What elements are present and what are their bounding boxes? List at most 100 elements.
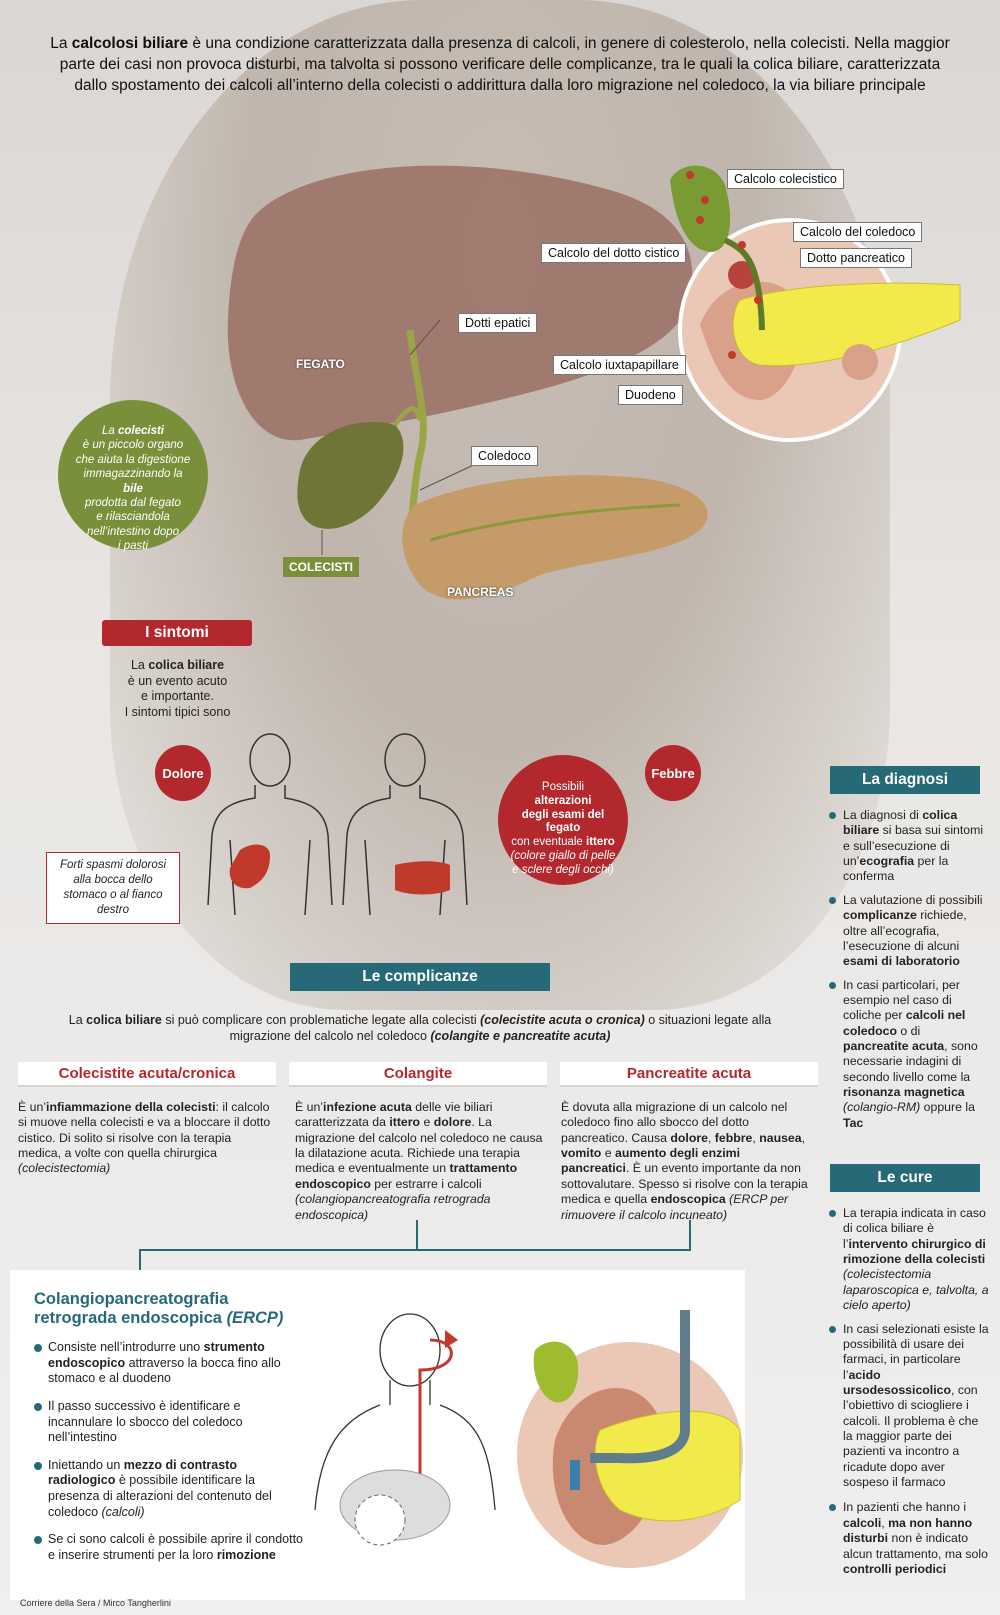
big-l2: alterazioni bbox=[534, 794, 592, 807]
col3k: . È un evento importante da non sottoval… bbox=[561, 1161, 808, 1207]
calcolo-6 bbox=[728, 351, 736, 359]
col3b: dolore bbox=[670, 1130, 708, 1145]
k3c: , bbox=[881, 1515, 889, 1530]
col3f: nausea bbox=[759, 1130, 802, 1145]
c-t1c: si può complicare con problematiche lega… bbox=[161, 1013, 481, 1027]
diagnosi-item-2: La valutazione di possibili complicanze … bbox=[829, 893, 989, 970]
label-duodeno: Duodeno bbox=[618, 385, 683, 405]
d2d: esami di laboratorio bbox=[843, 954, 960, 969]
catheter-tip bbox=[570, 1460, 580, 1490]
d2b: complicanze bbox=[843, 908, 917, 923]
gallbladder-detail bbox=[670, 165, 731, 252]
note-l4a: immagazzinando la bbox=[83, 468, 183, 481]
complicanze-title: Le complicanze bbox=[290, 963, 550, 991]
calcolo-4 bbox=[738, 241, 746, 249]
e2: Il passo successivo è identificare e inc… bbox=[48, 1398, 243, 1445]
bullet-icon bbox=[34, 1402, 42, 1411]
bullet-icon bbox=[34, 1461, 42, 1470]
d3b: calcoli nel coledoco bbox=[843, 1008, 966, 1038]
note-l1b: colecisti bbox=[117, 425, 165, 437]
c-t1b: colica biliare bbox=[86, 1013, 162, 1027]
duodenum-ring bbox=[728, 261, 756, 289]
d3g: (colangio-RM) bbox=[843, 1100, 921, 1115]
d1e: per la conferma bbox=[843, 854, 949, 884]
note-l2: è un piccolo organo bbox=[82, 439, 184, 452]
bullet-icon bbox=[829, 1325, 836, 1333]
d3e: , sono necessarie indagini di secondo li… bbox=[843, 1039, 978, 1084]
complicanze-intro: La colica biliare si può complicare con … bbox=[60, 1012, 780, 1045]
e1b: strumento endoscopico bbox=[48, 1340, 265, 1370]
ercp-title-2b: (ERCP) bbox=[226, 1308, 284, 1327]
ercp-panel: Colangiopancreatografia retrograda endos… bbox=[10, 1270, 745, 1600]
col3c: , bbox=[707, 1130, 715, 1145]
k3f: controlli periodici bbox=[843, 1561, 947, 1576]
ercp-item-4: Se ci sono calcoli è possibile aprire il… bbox=[34, 1532, 304, 1563]
e1c: attraverso la bocca fino allo stomaco e … bbox=[48, 1355, 281, 1386]
note-l8: i pasti bbox=[117, 540, 149, 552]
ercp-illustration bbox=[314, 1310, 745, 1572]
col2g: . La migrazione del calcolo nel coledoco… bbox=[295, 1115, 543, 1176]
d3h: oppure la bbox=[920, 1100, 975, 1115]
sintomi-t1a: La bbox=[130, 658, 149, 672]
body1-head bbox=[249, 733, 291, 787]
d3i: Tac bbox=[843, 1115, 864, 1130]
label-coledoco: Coledoco bbox=[471, 446, 538, 466]
e3a: Iniettando un bbox=[48, 1457, 124, 1472]
col2f: dolore bbox=[433, 1115, 472, 1130]
e4a: Se ci sono calcoli è possibile aprire il… bbox=[48, 1532, 303, 1562]
big-l3: degli esami del fegato bbox=[521, 808, 605, 835]
label-dotto-pancreatico: Dotto pancreatico bbox=[800, 248, 912, 268]
col1-text: È un’infiammazione della colecisti: il c… bbox=[18, 1100, 273, 1177]
k3b: calcoli bbox=[843, 1515, 882, 1530]
arrow-icon bbox=[445, 1330, 458, 1348]
e3c: è possibile identificare la presenza di … bbox=[48, 1473, 272, 1519]
col1c: : il calcolo si muove nella colecisti e … bbox=[18, 1100, 271, 1161]
cure-item-3: In pazienti che hanno i calcoli, ma non … bbox=[829, 1500, 989, 1577]
ercp-title-2a: retrograda endoscopica bbox=[34, 1308, 227, 1327]
cure-title: Le cure bbox=[830, 1164, 980, 1192]
col3i: e bbox=[601, 1146, 615, 1161]
ercp-title: Colangiopancreatografia retrograda endos… bbox=[34, 1290, 324, 1328]
pancreas-shape bbox=[402, 475, 708, 600]
calcolo-3 bbox=[696, 216, 704, 224]
k2c: , con l’obiettivo di sciogliere i calcol… bbox=[843, 1382, 979, 1490]
k1c: (colecistectomia laparoscopica e, talvol… bbox=[843, 1267, 989, 1313]
sintomi-title: I sintomi bbox=[102, 620, 252, 646]
col3a: È dovuta alla migrazione di un calcolo n… bbox=[561, 1100, 788, 1145]
big-l5: (colore giallo di pelle bbox=[510, 849, 616, 862]
e3d: (calcoli) bbox=[101, 1504, 145, 1519]
note-l3: che aiuta la digestione bbox=[75, 453, 191, 466]
label-calcolo-iuxtapapillare: Calcolo iuxtapapillare bbox=[553, 355, 686, 375]
endoscope-tube bbox=[590, 1310, 690, 1464]
ercp-list: Consiste nell’introdurre uno strumento e… bbox=[34, 1340, 304, 1564]
diagnosi-item-3: In casi particolari, per esempio nel cas… bbox=[829, 978, 989, 1132]
col3-title: Pancreatite acuta bbox=[560, 1062, 818, 1087]
label-colecisti: COLECISTI bbox=[283, 557, 360, 577]
gallbladder-ercp bbox=[533, 1341, 579, 1403]
intro-text-2: è una condizione caratterizzata dalla pr… bbox=[59, 35, 950, 94]
col2d: ittero bbox=[389, 1115, 421, 1130]
col3d: febbre bbox=[714, 1130, 753, 1145]
common-duct-detail bbox=[723, 237, 765, 331]
ercp-head bbox=[379, 1313, 441, 1387]
ercp-title-1: Colangiopancreatografia bbox=[34, 1290, 229, 1308]
endoscope-path bbox=[418, 1338, 453, 1510]
d1b: colica biliare bbox=[843, 808, 958, 838]
d2c: richiede, oltre all’ecografia, l’esecuzi… bbox=[843, 908, 967, 953]
e1a: Consiste nell’introdurre uno bbox=[48, 1340, 204, 1354]
body1-outline bbox=[207, 785, 333, 916]
body2-outline bbox=[342, 785, 468, 916]
d1c: si basa sui sintomi e sull’esecuzione di… bbox=[843, 823, 984, 869]
ercp-item-3: Iniettando un mezzo di contrasto radiolo… bbox=[34, 1458, 304, 1521]
label-pancreas: PANCREAS bbox=[447, 585, 514, 599]
sintomi-t3: e importante. bbox=[141, 689, 214, 704]
d3c: o di bbox=[896, 1023, 921, 1038]
d2a: La valutazione di possibili bbox=[843, 892, 983, 907]
bullet-icon bbox=[34, 1344, 42, 1352]
col3j: aumento degli enzimi pancreatici bbox=[561, 1146, 741, 1176]
d3a: In casi particolari, per esempio nel cas… bbox=[843, 977, 960, 1023]
big-l4b: ittero bbox=[586, 836, 615, 849]
ercp-body-outline bbox=[314, 1380, 496, 1511]
c-t1: La bbox=[68, 1013, 87, 1027]
